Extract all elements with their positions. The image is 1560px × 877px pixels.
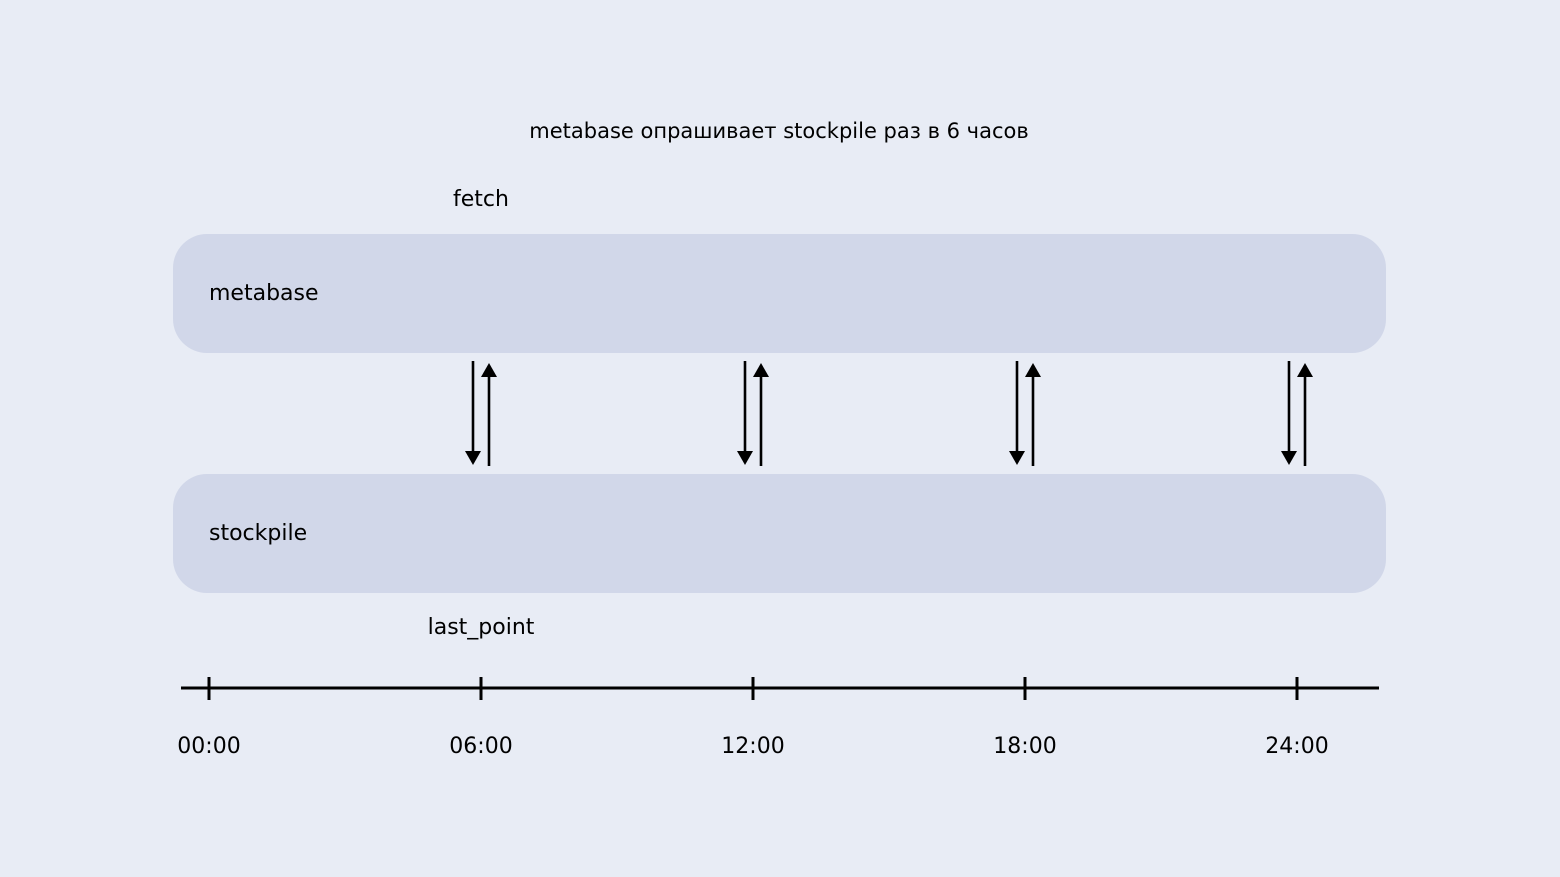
exchange-arrows-18-00: [1009, 361, 1041, 467]
tick-label-06-00: 06:00: [449, 734, 513, 759]
tick-label-12-00: 12:00: [721, 734, 785, 759]
metabase-lane: metabase: [173, 234, 1386, 353]
up-arrow-icon: [753, 363, 769, 377]
fetch-label: fetch: [453, 187, 509, 212]
tick-label-00-00: 00:00: [177, 734, 241, 759]
metabase-lane-label: metabase: [209, 280, 319, 306]
up-arrow-icon: [1297, 363, 1313, 377]
diagram-title: metabase опрашивает stockpile раз в 6 ча…: [529, 119, 1029, 143]
down-arrow-icon: [465, 451, 481, 465]
down-arrow-icon: [1281, 451, 1297, 465]
down-arrow-icon: [737, 451, 753, 465]
tick-label-24-00: 24:00: [1265, 734, 1329, 759]
tick-label-18-00: 18:00: [993, 734, 1057, 759]
exchange-arrows-06-00: [465, 361, 497, 467]
up-arrow-icon: [481, 363, 497, 377]
stockpile-lane-label: stockpile: [209, 520, 308, 546]
up-arrow-icon: [1025, 363, 1041, 377]
exchange-arrows-24-00: [1281, 361, 1313, 467]
exchange-arrows-12-00: [737, 361, 769, 467]
down-arrow-icon: [1009, 451, 1025, 465]
stockpile-lane: stockpile: [173, 474, 1386, 593]
last-point-label: last_point: [427, 615, 535, 640]
